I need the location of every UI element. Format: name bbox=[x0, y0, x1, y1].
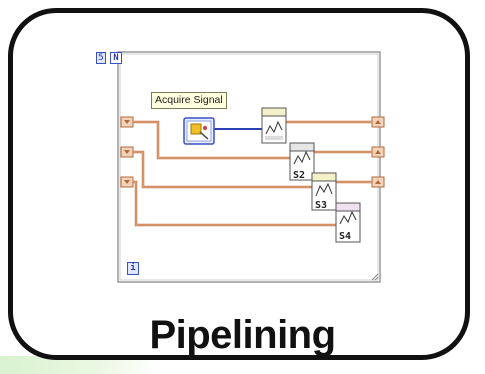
loop-count-value: 5 bbox=[96, 52, 106, 64]
shift-register-left-3 bbox=[120, 176, 134, 188]
loop-count-label: N bbox=[110, 52, 122, 64]
for-loop-frame bbox=[117, 51, 381, 283]
shift-register-left-1 bbox=[120, 116, 134, 128]
background-strip bbox=[0, 356, 160, 374]
shift-register-right-2 bbox=[371, 146, 385, 158]
stage-2-label: S2 bbox=[293, 170, 305, 181]
stage-4-label: S4 bbox=[339, 231, 351, 242]
stage-2-icon bbox=[289, 142, 315, 181]
resize-grip bbox=[371, 273, 379, 281]
slide-title: Pipelining bbox=[149, 313, 336, 357]
loop-iteration-terminal: i bbox=[127, 262, 139, 275]
loop-count-terminal: 5 N bbox=[96, 52, 136, 64]
shift-register-right-3 bbox=[371, 176, 385, 188]
stage-3-icon bbox=[311, 172, 337, 211]
shift-register-right-1 bbox=[371, 116, 385, 128]
stage-1-icon bbox=[261, 107, 287, 144]
stage-4-icon bbox=[335, 202, 361, 243]
acquire-signal-tooltip: Acquire Signal bbox=[151, 92, 227, 109]
stage-3-label: S3 bbox=[315, 200, 327, 211]
acquire-signal-icon bbox=[183, 117, 215, 145]
shift-register-left-2 bbox=[120, 146, 134, 158]
pipeline-diagram: S2 S3 S4 bbox=[117, 51, 385, 283]
